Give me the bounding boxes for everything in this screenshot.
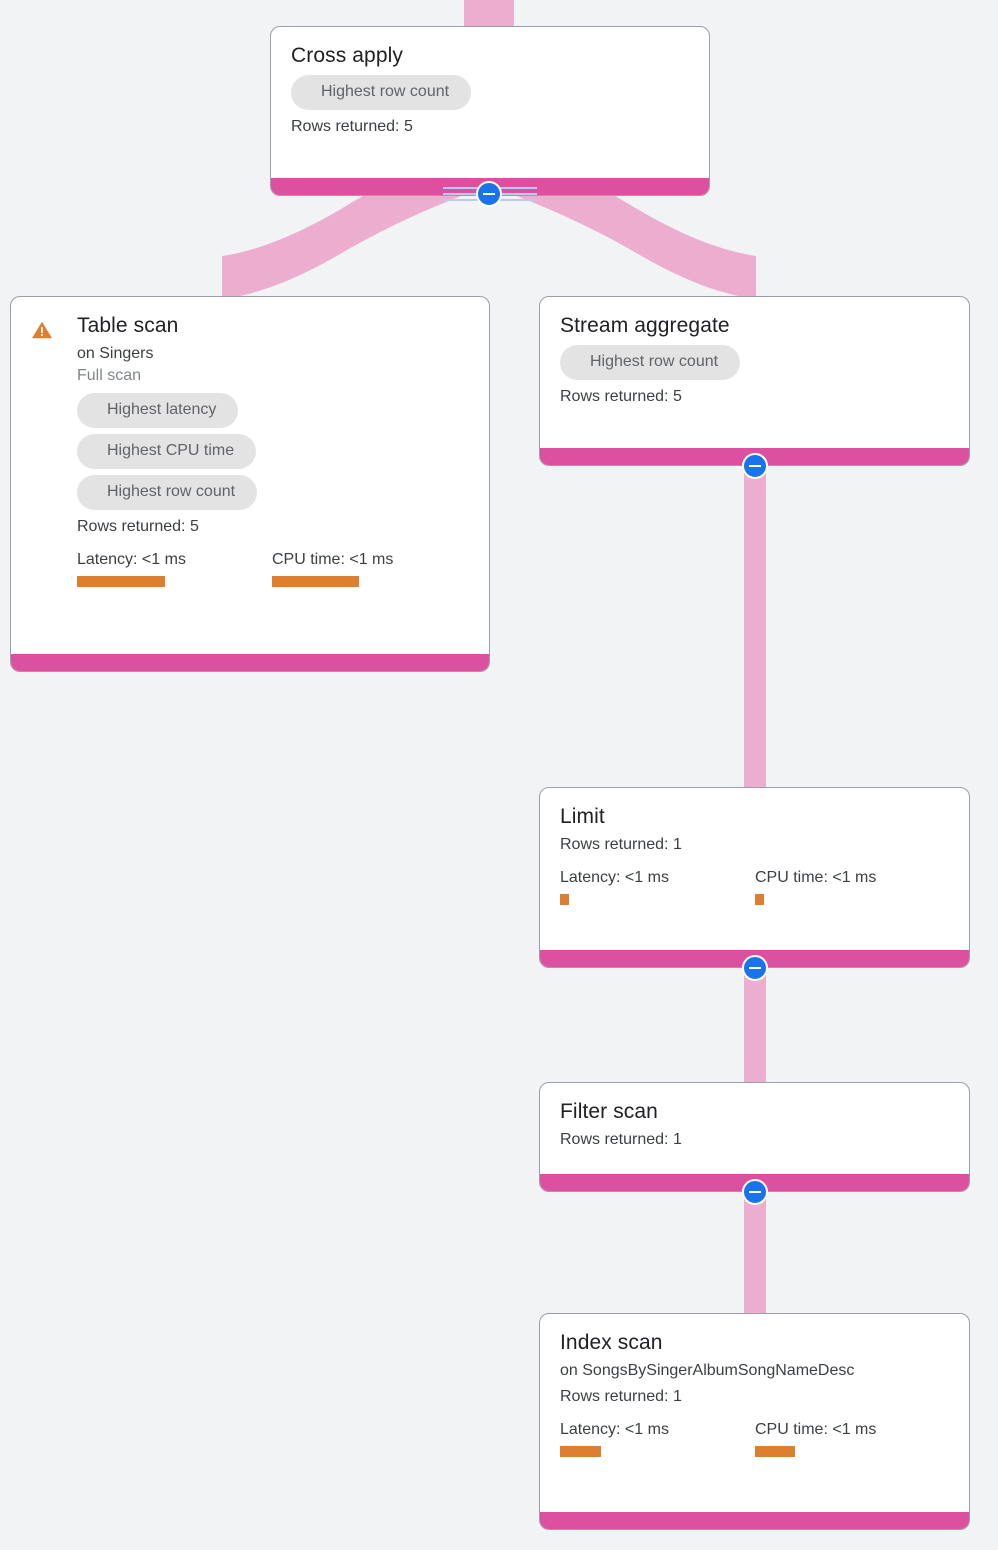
ribbon-stream-aggregate-limit [744,462,766,788]
node-footer-bar [540,1512,969,1529]
node-warning-slot [31,313,77,341]
plan-node-limit[interactable]: Limit Rows returned: 1 Latency: <1 ms CP… [539,787,970,968]
metric-latency: Latency: <1 ms [560,1420,755,1457]
metric-cpu-time: CPU time: <1 ms [755,868,950,905]
node-chips: Highest row count [291,75,689,110]
chip-highest-latency: Highest latency [77,393,239,428]
node-rows-returned: Rows returned: 1 [560,1131,682,1148]
chip-highest-row-count: Highest row count [560,345,741,380]
collapse-toggle-cross-apply[interactable] [476,181,502,207]
chip-highest-row-count: Highest row count [77,475,258,510]
node-content: Cross apply Highest row count Rows retur… [291,43,689,138]
collapse-toggle-limit[interactable] [742,955,768,981]
node-content: Stream aggregate Highest row count Rows … [560,313,949,408]
edge-branch-left [224,191,484,299]
metric-cpu-time-bar [755,894,764,905]
metric-cpu-time-label: CPU time: <1 ms [272,551,394,568]
node-body: Filter scan Rows returned: 1 [540,1083,969,1174]
plan-node-cross-apply[interactable]: Cross apply Highest row count Rows retur… [270,26,710,196]
node-rows-returned: Rows returned: 5 [77,518,199,535]
node-body: Cross apply Highest row count Rows retur… [271,27,709,178]
metric-latency: Latency: <1 ms [560,868,755,905]
node-rows-returned: Rows returned: 5 [560,388,682,405]
node-title: Filter scan [560,1100,658,1123]
node-footer-bar [11,654,489,671]
metric-latency-bar [560,1446,601,1457]
metric-latency: Latency: <1 ms [77,550,272,587]
ribbon-filter-scan-index-scan [744,1190,766,1314]
node-rows-returned: Rows returned: 1 [560,836,682,853]
edge-cross-apply-to-table-scan [224,193,486,300]
node-subtitle: on Singers [77,345,154,362]
node-metrics: Latency: <1 ms CPU time: <1 ms [560,868,949,905]
node-subtitle: on SongsBySingerAlbumSongNameDesc [560,1362,855,1379]
node-title: Stream aggregate [560,314,730,337]
metric-cpu-time-bar [272,576,359,587]
ribbon-left [224,187,488,298]
chip-highest-cpu-time: Highest CPU time [77,434,257,469]
node-title: Cross apply [291,44,403,67]
metric-cpu-time-label: CPU time: <1 ms [755,1421,877,1438]
collapse-toggle-filter-scan[interactable] [742,1179,768,1205]
metric-latency-bar [560,894,569,905]
collapse-toggle-stream-aggregate[interactable] [742,453,768,479]
node-body: Index scan on SongsBySingerAlbumSongName… [540,1314,969,1512]
plan-node-table-scan[interactable]: Table scan on Singers Full scan Highest … [10,296,490,672]
plan-node-stream-aggregate[interactable]: Stream aggregate Highest row count Rows … [539,296,970,466]
metric-latency-bar [77,576,165,587]
node-title: Index scan [560,1331,663,1354]
node-body: Table scan on Singers Full scan Highest … [11,297,489,654]
node-body: Stream aggregate Highest row count Rows … [540,297,969,448]
edge-cross-apply-to-table-scan-ribbon [224,192,489,299]
metric-cpu-time: CPU time: <1 ms [272,550,467,587]
metric-cpu-time-bar [755,1446,795,1457]
node-rows-returned: Rows returned: 1 [560,1388,682,1405]
metric-latency-label: Latency: <1 ms [560,869,669,886]
node-title: Limit [560,805,605,828]
metric-cpu-time: CPU time: <1 ms [755,1420,950,1457]
node-chips: Highest latency Highest CPU time Highest… [77,393,469,510]
edge-parent-to-cross-apply [464,0,514,28]
plan-node-index-scan[interactable]: Index scan on SongsBySingerAlbumSongName… [539,1313,970,1530]
warning-triangle-icon [31,321,53,339]
node-metrics: Latency: <1 ms CPU time: <1 ms [77,550,469,587]
plan-node-filter-scan[interactable]: Filter scan Rows returned: 1 [539,1082,970,1192]
node-rows-returned: Rows returned: 5 [291,118,413,135]
node-content: Index scan on SongsBySingerAlbumSongName… [560,1330,949,1457]
node-body: Limit Rows returned: 1 Latency: <1 ms CP… [540,788,969,950]
node-chips: Highest row count [560,345,949,380]
chip-highest-row-count: Highest row count [291,75,472,110]
node-metrics: Latency: <1 ms CPU time: <1 ms [560,1420,949,1457]
node-title: Table scan [77,314,179,337]
node-content: Limit Rows returned: 1 Latency: <1 ms CP… [560,804,949,905]
metric-cpu-time-label: CPU time: <1 ms [755,869,877,886]
ribbon-to-table-scan [224,188,486,300]
metric-latency-label: Latency: <1 ms [77,551,186,568]
node-content: Table scan on Singers Full scan Highest … [77,313,469,587]
node-content: Filter scan Rows returned: 1 [560,1099,949,1151]
branch-ribbons [224,187,488,300]
node-detail: Full scan [77,367,142,384]
metric-latency-label: Latency: <1 ms [560,1421,669,1438]
